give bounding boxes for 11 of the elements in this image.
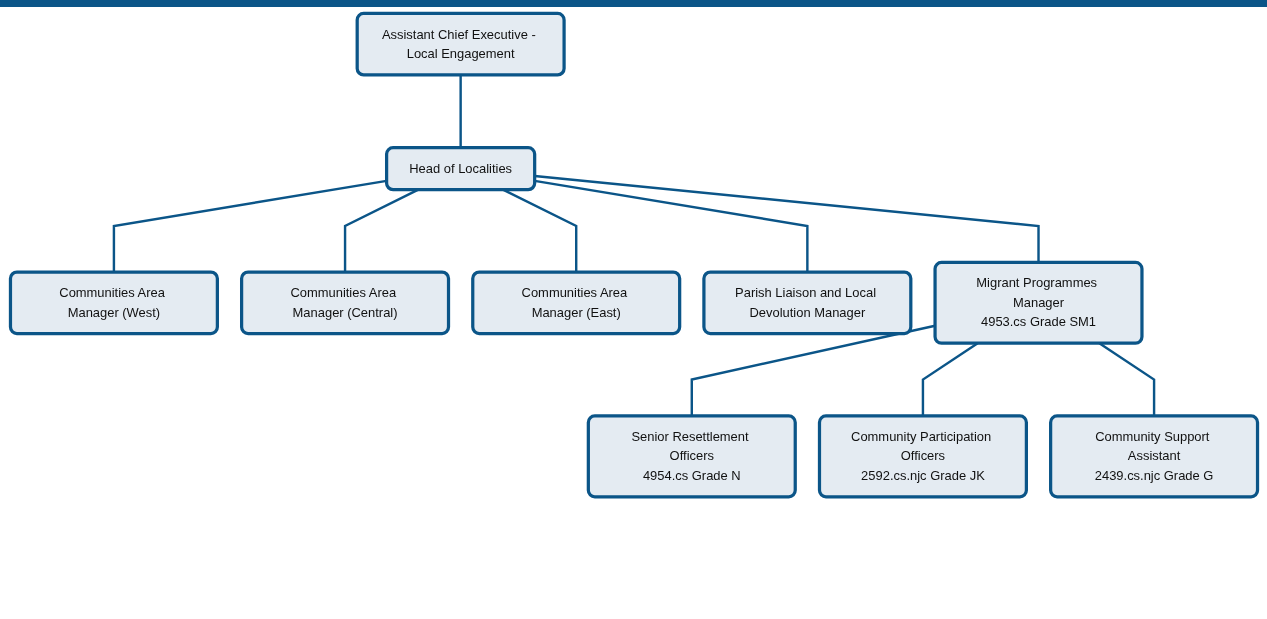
node-box: Head of Localities [384, 146, 536, 192]
node-box: Communities Area Manager (East) [470, 270, 681, 336]
node-box: Communities Area Manager (West) [8, 270, 219, 336]
node-box: Community Support Assistant 2439.cs.njc Grade G [1048, 414, 1259, 499]
node-box: Community Participation Officers 2592.cs.njc Grade JK [817, 414, 1028, 499]
node-box: Migrant Programmes Manager 4953.cs Grade SM1 [932, 260, 1144, 345]
node-box: Senior Resettlement Officers 4954.cs Grade N [586, 414, 797, 499]
node-box: Parish Liaison and Local Devolution Manager [701, 270, 912, 336]
node-box: Assistant Chief Executive - Local Engagement [355, 11, 566, 77]
node-box: Communities Area Manager (Central) [239, 270, 450, 336]
connector [458, 74, 462, 148]
